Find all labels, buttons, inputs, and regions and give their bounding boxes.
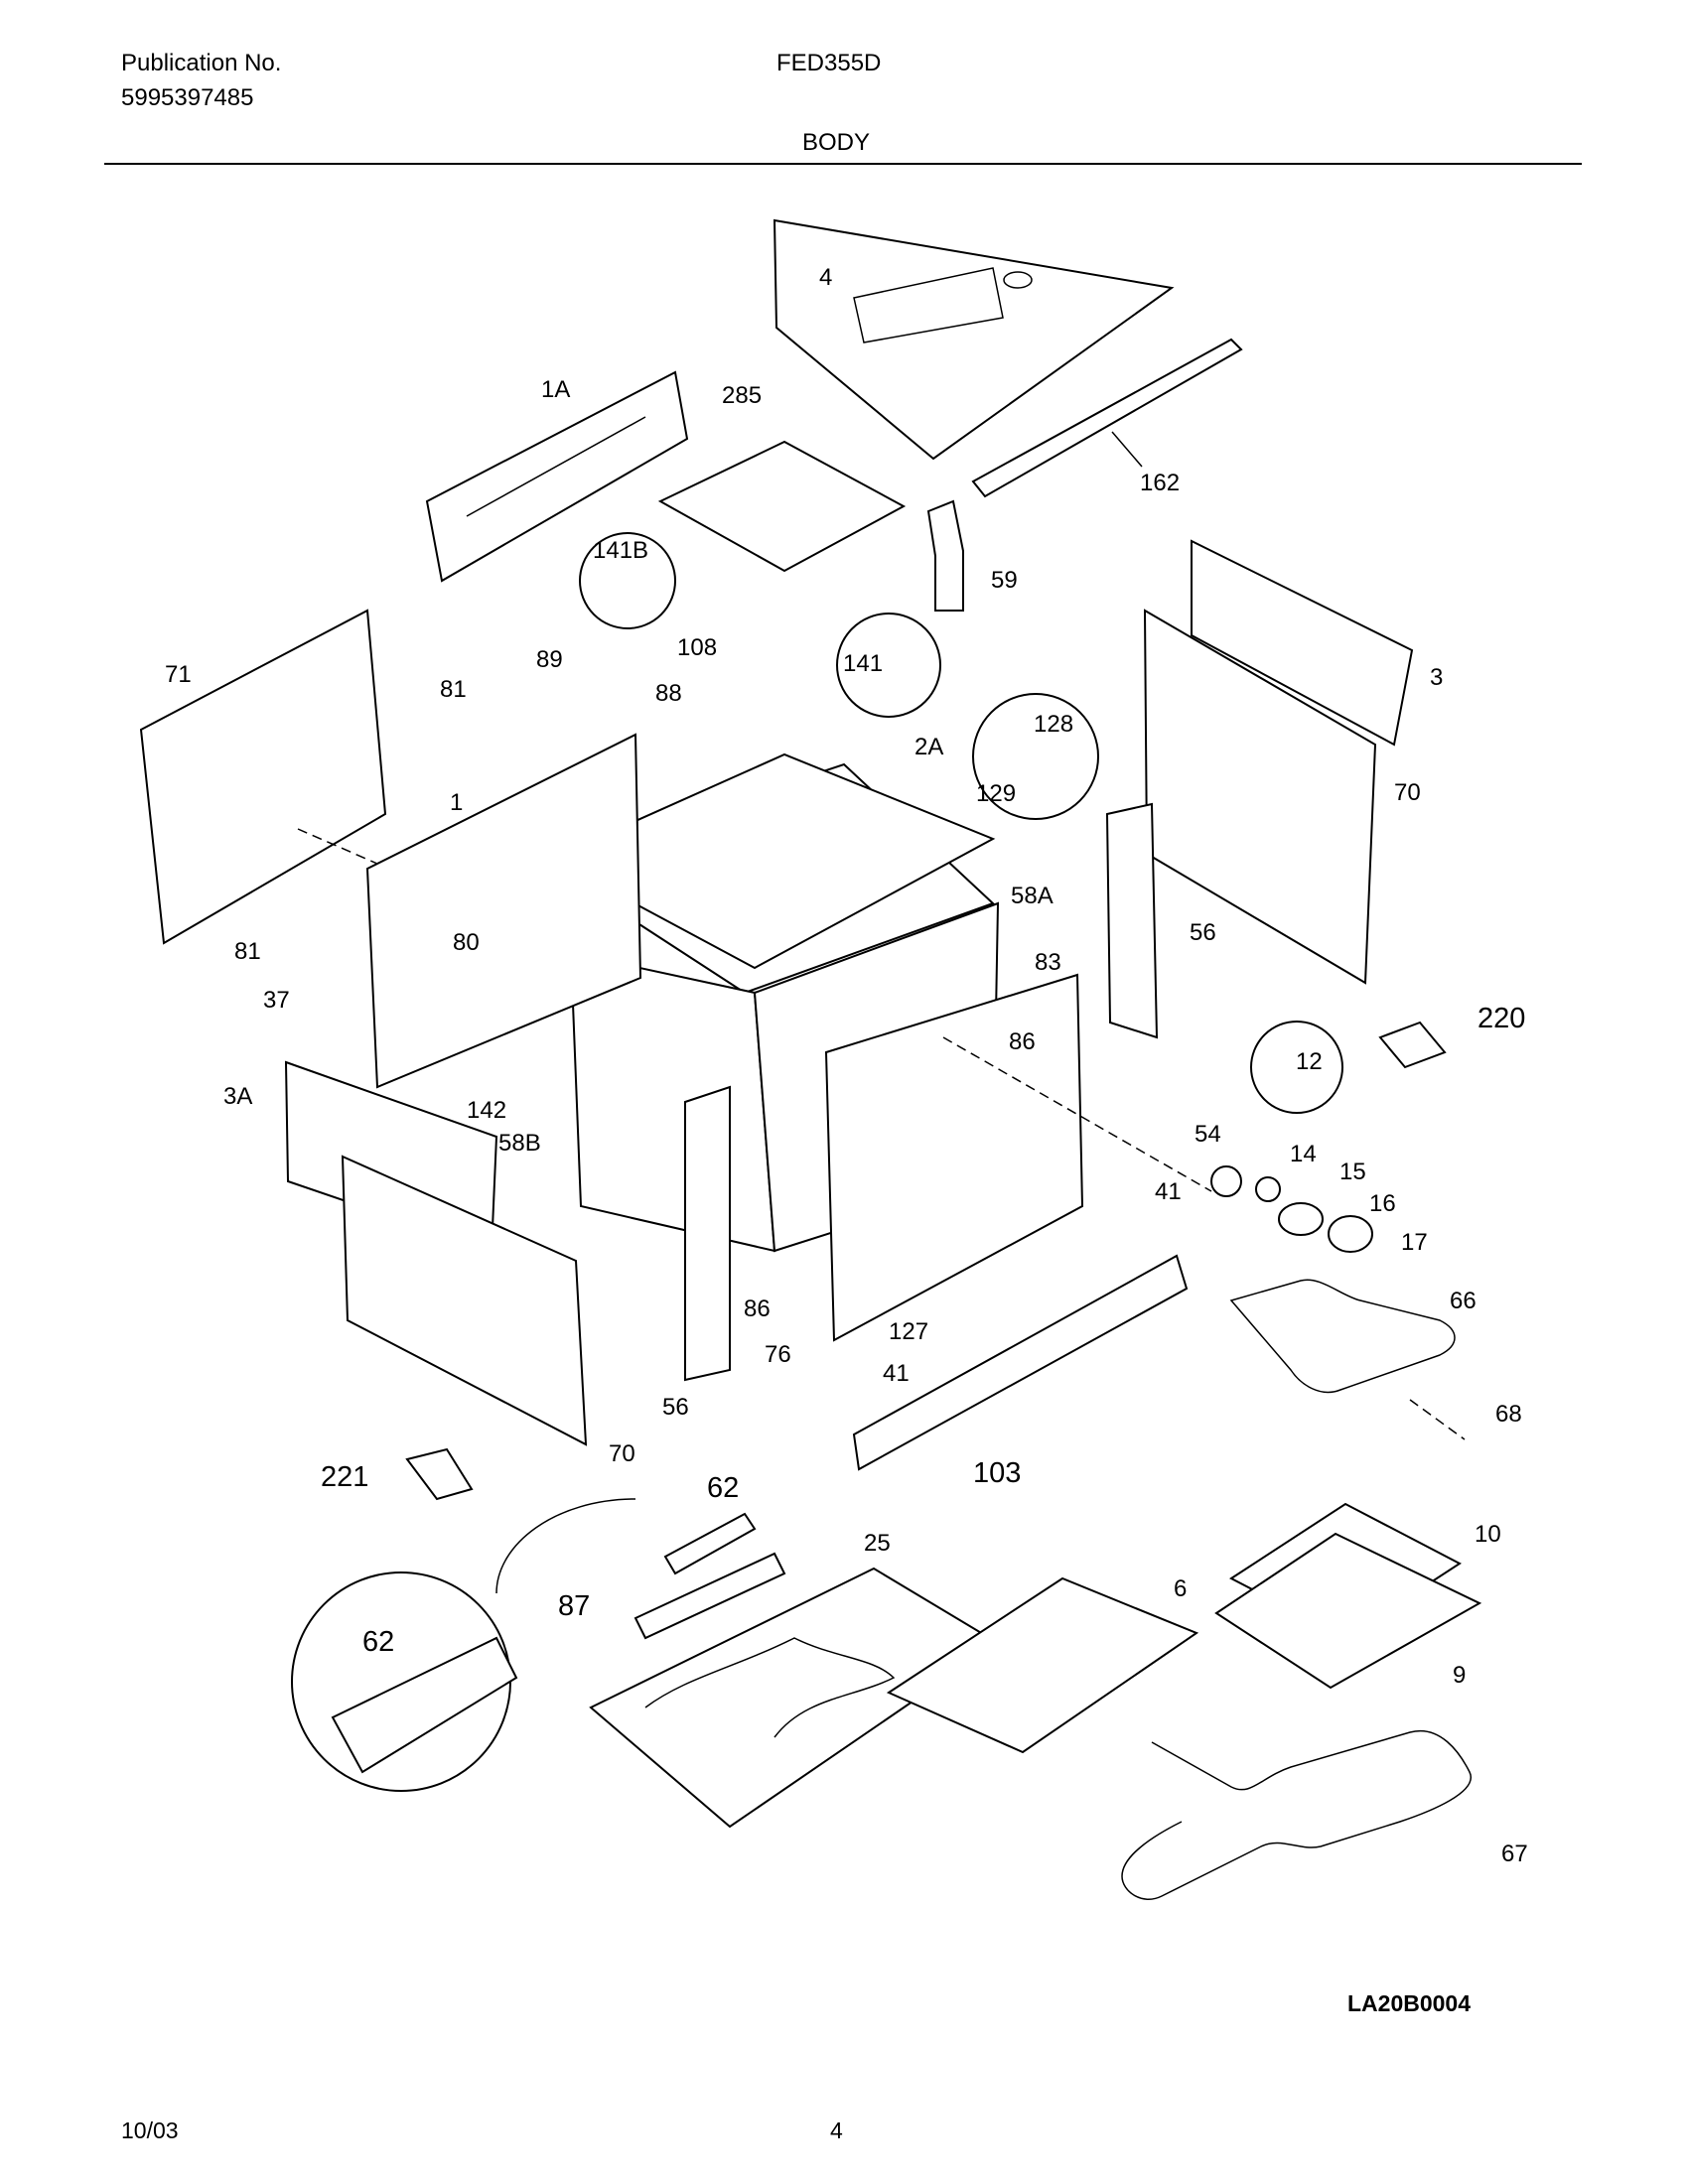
part-label: 89 <box>536 646 563 673</box>
part-label: 86 <box>744 1296 771 1322</box>
kick-panel-part <box>852 1254 1189 1471</box>
part-label: 58B <box>498 1130 541 1157</box>
vent-tube-part <box>926 499 964 612</box>
part-label: 221 <box>321 1461 368 1493</box>
part-label: 71 <box>165 661 192 688</box>
broiler-pan-part <box>1214 1532 1482 1690</box>
door-frame-part <box>824 973 1084 1342</box>
broil-element-part <box>1229 1279 1456 1394</box>
left-control-panel-part <box>365 733 642 1089</box>
part-label: 162 <box>1140 470 1180 496</box>
part-label: 62 <box>707 1472 739 1504</box>
part-label: 4 <box>819 264 832 291</box>
part-label: 2A <box>914 734 943 760</box>
inset-141b-circle <box>579 532 676 629</box>
right-side-panel-part <box>1143 609 1377 985</box>
part-label: 76 <box>765 1341 791 1368</box>
bracket-221-part <box>405 1447 474 1501</box>
section-title: BODY <box>802 129 871 156</box>
publication-date: 10/03 <box>121 2117 179 2143</box>
part-label: 1 <box>450 789 463 816</box>
lamp-assembly-part <box>1210 1165 1373 1253</box>
rear-bracket-part <box>971 338 1243 498</box>
part-label: 68 <box>1495 1401 1522 1428</box>
part-label: 285 <box>722 382 762 409</box>
part-label: 128 <box>1034 711 1073 738</box>
part-label: 25 <box>864 1530 891 1557</box>
part-label: 141 <box>843 650 883 677</box>
part-label: 83 <box>1035 949 1061 976</box>
part-label: 220 <box>1477 1003 1525 1034</box>
part-label: 41 <box>883 1360 910 1387</box>
bake-element-part <box>1121 1729 1473 1900</box>
detail-arrow <box>495 1498 636 1594</box>
part-label: 81 <box>440 676 467 703</box>
header-rule <box>104 163 1582 165</box>
left-side-panel-part <box>139 609 387 945</box>
part-label: 54 <box>1195 1121 1221 1148</box>
part-label: 10 <box>1475 1521 1501 1548</box>
part-label: 86 <box>1009 1028 1036 1055</box>
part-label: 87 <box>558 1590 590 1622</box>
part-label: 17 <box>1401 1229 1428 1256</box>
part-label: 3A <box>223 1083 252 1110</box>
assembly-dash-line <box>297 828 378 865</box>
publication-label: Publication No. <box>121 50 282 76</box>
part-label: 41 <box>1155 1178 1182 1205</box>
side-strip-right-part <box>1105 802 1159 1039</box>
part-label: 14 <box>1290 1141 1317 1167</box>
model-number: FED355D <box>776 50 882 76</box>
lower-side-panel-part <box>341 1155 588 1446</box>
assembly-dash-line <box>942 1036 1212 1192</box>
rack-support-part <box>663 1512 757 1575</box>
part-label: 70 <box>1394 779 1421 806</box>
publication-number: 5995397485 <box>121 84 254 111</box>
part-label: 56 <box>1190 919 1216 946</box>
part-label: 81 <box>234 938 261 965</box>
part-label: 9 <box>1453 1662 1466 1689</box>
part-label: 103 <box>973 1457 1021 1489</box>
inset-141-circle <box>836 613 941 718</box>
part-label: 108 <box>677 634 717 661</box>
part-label: 15 <box>1339 1159 1366 1185</box>
part-label: 59 <box>991 567 1018 594</box>
assembly-dash-line <box>1409 1399 1466 1440</box>
right-rear-panel-part <box>1191 539 1414 747</box>
part-label: 62 <box>362 1626 394 1658</box>
part-label: 1A <box>541 376 570 403</box>
insulation-part <box>657 440 907 573</box>
part-label: 70 <box>609 1440 635 1467</box>
part-label: 3 <box>1430 664 1443 691</box>
part-label: 80 <box>453 929 480 956</box>
part-label: 37 <box>263 987 290 1014</box>
part-label: 6 <box>1174 1575 1187 1602</box>
part-label: 67 <box>1501 1841 1528 1867</box>
part-label: 16 <box>1369 1190 1396 1217</box>
part-label: 58A <box>1011 883 1054 909</box>
cavity-top-plate-part <box>548 752 996 970</box>
diagram-code: LA20B0004 <box>1347 1990 1472 2016</box>
part-label: 56 <box>662 1394 689 1421</box>
part-label: 88 <box>655 680 682 707</box>
bottom-element-part <box>644 1637 896 1738</box>
part-label: 12 <box>1296 1048 1323 1075</box>
back-frame-part <box>425 370 689 583</box>
rack-support-detail-part <box>331 1636 518 1774</box>
part-label: 141B <box>593 537 648 564</box>
inset-12-circle <box>1250 1021 1343 1114</box>
inset-128-circle <box>972 693 1099 820</box>
part-label: 129 <box>976 780 1016 807</box>
part-label: 66 <box>1450 1288 1477 1314</box>
latch-bracket-part <box>633 1552 786 1640</box>
oven-rack-part <box>886 1576 1199 1754</box>
page-number: 4 <box>830 2117 843 2143</box>
side-strip-left-part <box>684 1085 731 1382</box>
part-label: 127 <box>889 1318 928 1345</box>
part-label: 142 <box>467 1097 506 1124</box>
top-panel-part <box>773 218 1175 461</box>
bracket-220-part <box>1378 1021 1447 1069</box>
